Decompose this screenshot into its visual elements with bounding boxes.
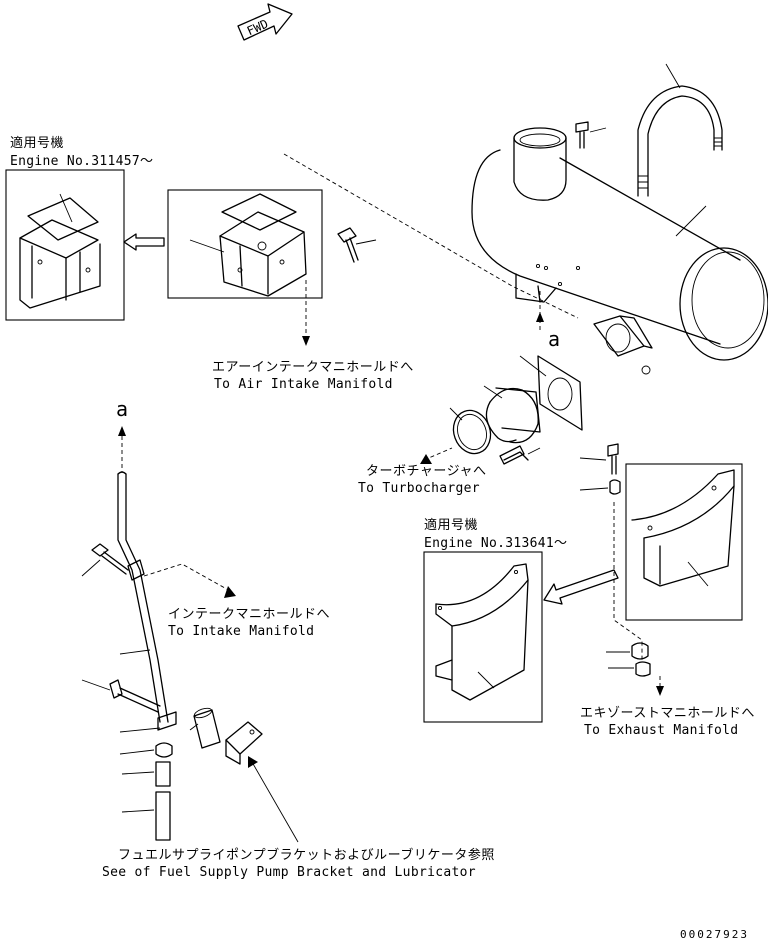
tube-assembly: [81, 471, 263, 841]
variant-right-title: 適用号機: [424, 517, 478, 533]
exhaust-label-en: To Exhaust Manifold: [584, 723, 738, 738]
variant-arrow-left: [123, 233, 165, 251]
bracket-detail: [167, 189, 377, 299]
muffler: [471, 121, 768, 375]
variant-arrow-right: [543, 569, 619, 605]
intake-label-jp: インテークマニホールドへ: [168, 607, 330, 622]
variant-box-left: 適用号機 Engine No.311457～: [5, 135, 153, 321]
fuel-label-jp: フュエルサプライポンプブラケットおよびルーブリケータ参照: [118, 847, 495, 863]
document-number: 00027923: [680, 928, 749, 940]
air-intake-label-jp: エアーインテークマニホールドへ: [212, 360, 414, 375]
intake-label-en: To Intake Manifold: [168, 624, 314, 639]
exhaust-label-jp: エキゾーストマニホールドへ: [580, 706, 755, 721]
turbo-label-en: To Turbocharger: [358, 481, 480, 496]
variant-left-title: 適用号機: [10, 135, 64, 151]
fwd-arrow: FWD: [237, 3, 293, 41]
air-intake-label-en: To Air Intake Manifold: [214, 377, 393, 392]
fuel-label-en: See of Fuel Supply Pump Bracket and Lubr…: [102, 865, 476, 880]
fwd-label: FWD: [245, 17, 271, 39]
u-bolt: [637, 63, 723, 197]
turbo-connection-parts: [449, 355, 583, 465]
variant-box-right: 適用号機 Engine No.313641～: [423, 517, 567, 723]
exhaust-bracket-detail: [625, 463, 743, 621]
variant-right-engine-no: Engine No.313641～: [424, 536, 567, 551]
ref-letter-muffler: a: [548, 327, 560, 351]
turbo-label-jp: ターボチャージャへ: [366, 464, 486, 479]
ref-letter-tube: a: [116, 397, 128, 421]
variant-left-engine-no: Engine No.311457～: [10, 154, 153, 169]
